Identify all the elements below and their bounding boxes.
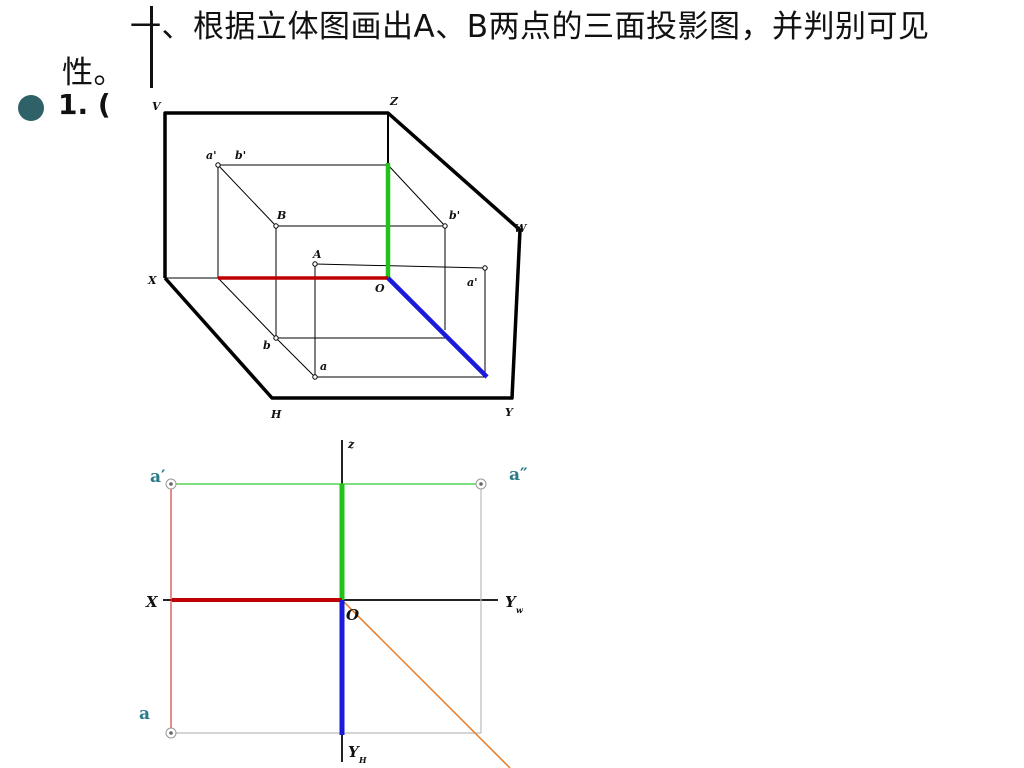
line [314,263,486,269]
point [273,223,279,229]
label-b-lower: b [263,339,271,352]
label-a-lower-proj: a [139,704,150,724]
label-z: Z [389,95,399,108]
point [215,162,221,168]
point [442,223,448,229]
label-o-lower: O [346,606,359,624]
bottom-projection [163,440,511,768]
label-a-prime: a' [206,149,217,162]
slide-title: 一、根据立体图画出A、B两点的三面投影图，并判别可见性。 [62,9,930,91]
point [273,335,279,341]
bullet-label: 1. ( [58,88,111,121]
label-v: V [152,100,162,113]
circle [169,482,173,486]
frame-outline [163,111,522,400]
circle [169,731,173,735]
line [217,277,277,339]
label-o: O [375,282,385,295]
label-a-prime-lower: a′ [150,467,166,487]
line [387,164,446,227]
top-y-axis [386,276,489,379]
circle [479,482,483,486]
label-yh-sub: H [358,755,367,765]
label-yw-sub: w [516,605,524,615]
label-a-lower: a [320,360,327,373]
text-cursor [150,6,153,88]
label-yh: Y [348,743,360,761]
label-b-double-prime: b' [449,209,460,222]
top-3d-figure [163,111,522,400]
line [217,164,277,227]
top-points [215,162,488,380]
line [275,337,316,378]
label-a-double-prime-lower: a″ [509,465,528,485]
label-yw: Y [505,593,517,611]
point [312,374,318,380]
point [482,265,488,271]
label-z-lower: z [347,438,355,451]
label-h: H [270,408,282,421]
label-y: Y [505,406,514,419]
label-a-double-prime: a' [467,276,478,289]
point [312,261,318,267]
label-x-lower: X [145,593,159,611]
label-b-point: B [276,209,286,222]
label-x: X [147,274,157,287]
bottom-points [165,478,487,739]
bullet-icon [18,95,44,121]
label-a-point: A [312,248,322,261]
bisector-line [341,599,511,768]
label-b-prime: b' [235,149,246,162]
label-w: W [514,222,528,235]
